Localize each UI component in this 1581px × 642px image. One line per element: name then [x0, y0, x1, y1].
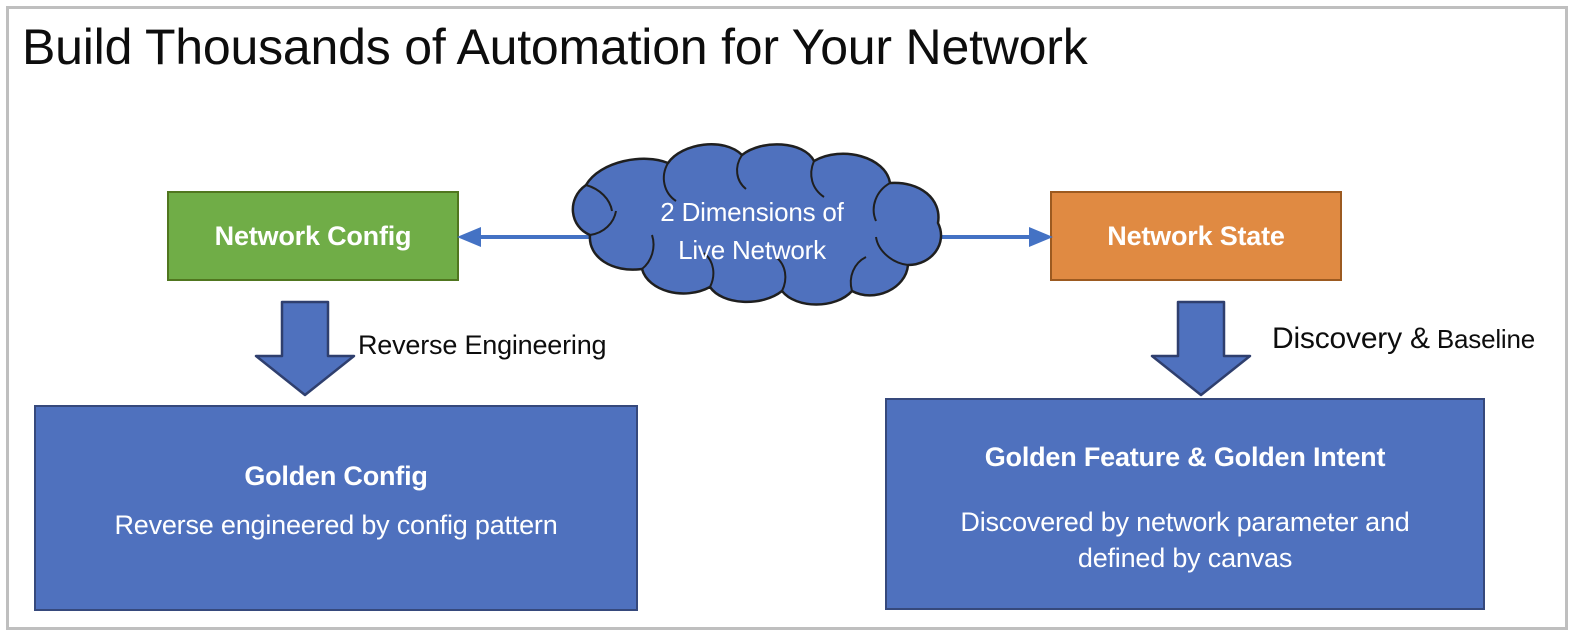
arrow-reverse-engineering	[252, 300, 358, 398]
node-golden-config-subtitle: Reverse engineered by config pattern	[114, 510, 558, 540]
node-golden-feature-subtitle-line1: Discovered by network parameter and	[960, 507, 1410, 537]
node-network-state[interactable]: Network State	[1050, 191, 1342, 281]
node-golden-feature-subtitle: Discovered by network parameter and defi…	[887, 504, 1483, 576]
node-network-state-label: Network State	[1107, 220, 1285, 251]
node-golden-feature[interactable]: Golden Feature & Golden Intent Discovere…	[885, 398, 1485, 610]
node-network-config[interactable]: Network Config	[167, 191, 459, 281]
node-golden-feature-subtitle-line2: defined by canvas	[1077, 543, 1293, 573]
node-golden-config-heading: Golden Config	[244, 461, 428, 491]
node-live-network-cloud[interactable]: 2 Dimensions of Live Network	[556, 137, 948, 309]
label-reverse-engineering: Reverse Engineering	[358, 330, 607, 360]
arrow-discovery-baseline	[1148, 300, 1254, 398]
node-network-config-label: Network Config	[214, 220, 412, 251]
node-golden-feature-heading: Golden Feature & Golden Intent	[984, 442, 1386, 472]
label-discovery-baseline: Discovery & Baseline	[1272, 322, 1535, 356]
label-discovery-main: Discovery &	[1272, 322, 1430, 355]
page-title: Build Thousands of Automation for Your N…	[22, 19, 1088, 75]
node-golden-config[interactable]: Golden Config Reverse engineered by conf…	[34, 405, 638, 611]
connector-cloud-to-network-state	[925, 222, 1055, 252]
label-discovery-small: Baseline	[1429, 324, 1536, 354]
